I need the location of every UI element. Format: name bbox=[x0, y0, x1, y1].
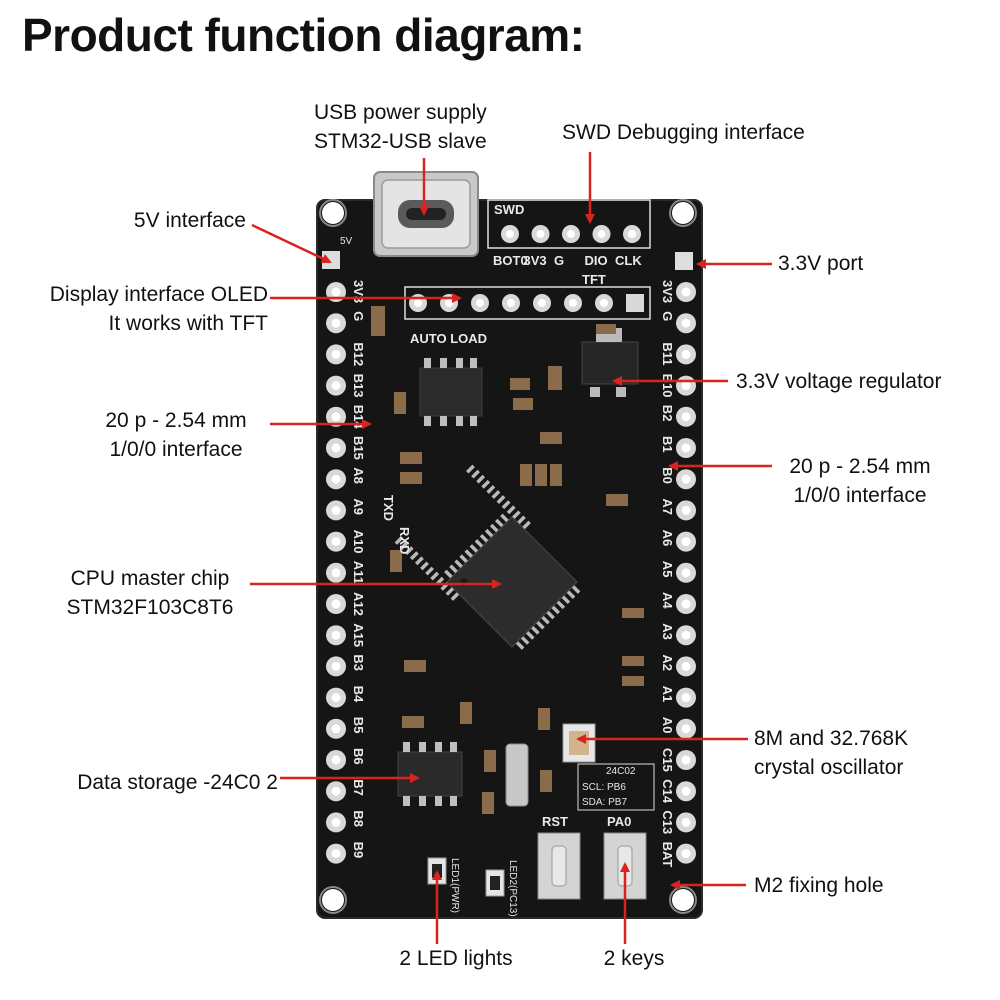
eeprom-chip bbox=[397, 742, 463, 806]
pin-label: C13 bbox=[660, 810, 675, 834]
mounting-holes bbox=[319, 199, 697, 914]
label-led-lights: 2 LED lights bbox=[399, 947, 513, 970]
label-swd-debug: SWD Debugging interface bbox=[562, 121, 805, 144]
pin-label: B15 bbox=[351, 436, 366, 460]
pin-label: B11 bbox=[660, 342, 675, 365]
pin-label: B5 bbox=[351, 717, 366, 734]
pin-label: A12 bbox=[351, 592, 366, 616]
pad-3v3 bbox=[675, 252, 693, 270]
pin-label: B13 bbox=[351, 374, 366, 398]
pin-label: A0 bbox=[660, 717, 675, 734]
tft-square-pad bbox=[626, 294, 644, 312]
crystal-32k bbox=[562, 723, 596, 763]
pin-label: B2 bbox=[660, 405, 675, 422]
pin-label: A9 bbox=[351, 498, 366, 515]
label-data-storage: Data storage -24C0 2 bbox=[77, 771, 278, 794]
arrow-5v bbox=[251, 223, 332, 264]
silk-led1: LED1(PWR) bbox=[449, 858, 460, 913]
pin-label: A11 bbox=[351, 561, 366, 584]
silk-rst: RST bbox=[542, 814, 568, 829]
smd-components bbox=[371, 306, 644, 814]
silk-pa0: PA0 bbox=[607, 814, 631, 829]
pin-label: B9 bbox=[351, 842, 366, 859]
silk-tft: TFT bbox=[582, 272, 606, 287]
silk-auto-load: AUTO LOAD bbox=[410, 331, 487, 346]
pin-label: A7 bbox=[660, 498, 675, 515]
rst-key bbox=[537, 832, 581, 900]
pin-label: B3 bbox=[351, 654, 366, 671]
pin-label: B8 bbox=[351, 810, 366, 827]
label-voltage-regulator: 3.3V voltage regulator bbox=[736, 370, 942, 393]
pin-label: C14 bbox=[660, 779, 675, 804]
silk-swd: SWD bbox=[494, 202, 524, 217]
label-m2-hole: M2 fixing hole bbox=[754, 874, 884, 897]
pin-label: A1 bbox=[660, 686, 675, 703]
m2-fixing-hole bbox=[672, 889, 694, 911]
pin-label: A15 bbox=[351, 623, 366, 647]
led-2 bbox=[485, 869, 505, 897]
pin-label: B4 bbox=[351, 686, 366, 703]
pin-label: B10 bbox=[660, 374, 675, 398]
swd-pin-label: G bbox=[554, 253, 564, 268]
silk-scl: SCL: PB6 bbox=[582, 782, 626, 793]
silk-rxd: RXD bbox=[397, 527, 412, 554]
pin-label: 3V3 bbox=[351, 280, 366, 303]
pin-label: BAT bbox=[660, 842, 675, 868]
pin-label: A5 bbox=[660, 561, 675, 578]
pin-label: A10 bbox=[351, 530, 366, 554]
pin-label: A2 bbox=[660, 654, 675, 671]
pin-label: B1 bbox=[660, 436, 675, 453]
silk-sda: SDA: PB7 bbox=[582, 797, 627, 808]
swd-pin-label: CLK bbox=[615, 253, 642, 268]
crystal-8m bbox=[505, 743, 529, 807]
pin-label: 3V3 bbox=[660, 280, 675, 303]
swd-pin-label: DIO bbox=[585, 253, 608, 268]
pin-label: A6 bbox=[660, 530, 675, 547]
swd-pin-label: BOT0 bbox=[493, 253, 528, 268]
pin-label: B12 bbox=[351, 342, 366, 366]
pin-label: A3 bbox=[660, 623, 675, 640]
pin-label: A8 bbox=[351, 467, 366, 484]
usb-c-connector bbox=[373, 171, 479, 257]
eeprom-info-box: 24C02 SCL: PB6 SDA: PB7 bbox=[577, 763, 655, 811]
silk-24c02: 24C02 bbox=[606, 766, 636, 777]
pin-label: B7 bbox=[351, 779, 366, 796]
silk-txd: TXD bbox=[381, 495, 396, 521]
pin-label: B0 bbox=[660, 467, 675, 484]
pin-label: C15 bbox=[660, 748, 675, 772]
label-3v3-port: 3.3V port bbox=[778, 252, 864, 275]
swd-pin-label: 3V3 bbox=[524, 253, 547, 268]
cpu-chip bbox=[394, 464, 581, 650]
annotation-arrows bbox=[250, 152, 772, 944]
pin-label: B14 bbox=[351, 405, 366, 430]
label-keys: 2 keys bbox=[603, 947, 665, 970]
pin-label: A4 bbox=[660, 592, 675, 609]
page-title: Product function diagram: bbox=[22, 9, 585, 61]
silk-led2: LED2(PC13) bbox=[507, 860, 518, 917]
pin-label: G bbox=[660, 311, 675, 321]
pin-label: G bbox=[351, 311, 366, 321]
auto-load-chip bbox=[419, 358, 483, 426]
silk-5v: 5V bbox=[340, 236, 353, 247]
pin-label: B6 bbox=[351, 748, 366, 765]
label-5v-interface: 5V interface bbox=[133, 209, 246, 232]
